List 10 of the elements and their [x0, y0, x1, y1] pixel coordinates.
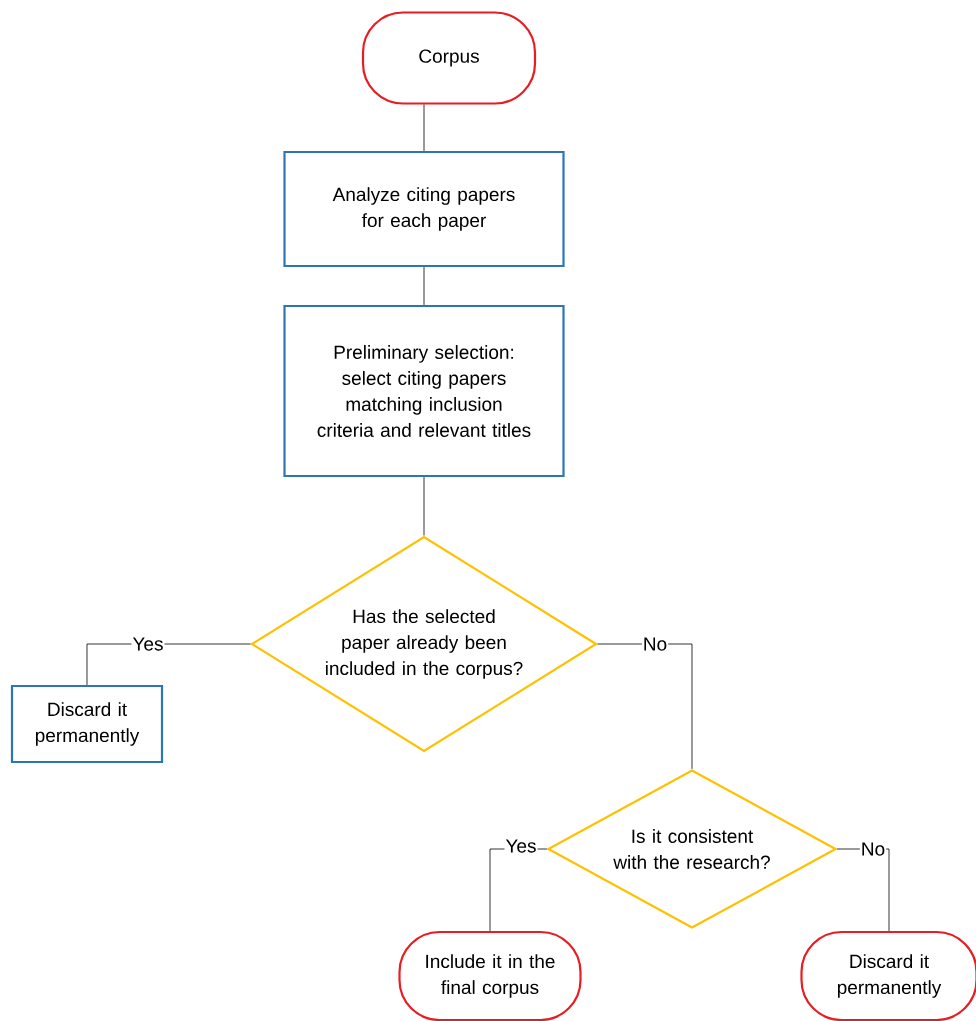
edge-label: No [859, 841, 887, 857]
process-box: Analyze citing papers for each paper [283, 150, 565, 268]
edge-label: No [641, 636, 669, 652]
process-box: Discard it permanently [10, 684, 164, 764]
connector-line [423, 476, 425, 536]
edge-label: Yes [504, 838, 538, 854]
process-box: Preliminary selection: select citing papers matching inclusion criteria and relevant titles [283, 304, 565, 478]
connector-line [423, 104, 425, 152]
edge-label: Yes [131, 636, 165, 652]
connector-line [423, 266, 425, 306]
